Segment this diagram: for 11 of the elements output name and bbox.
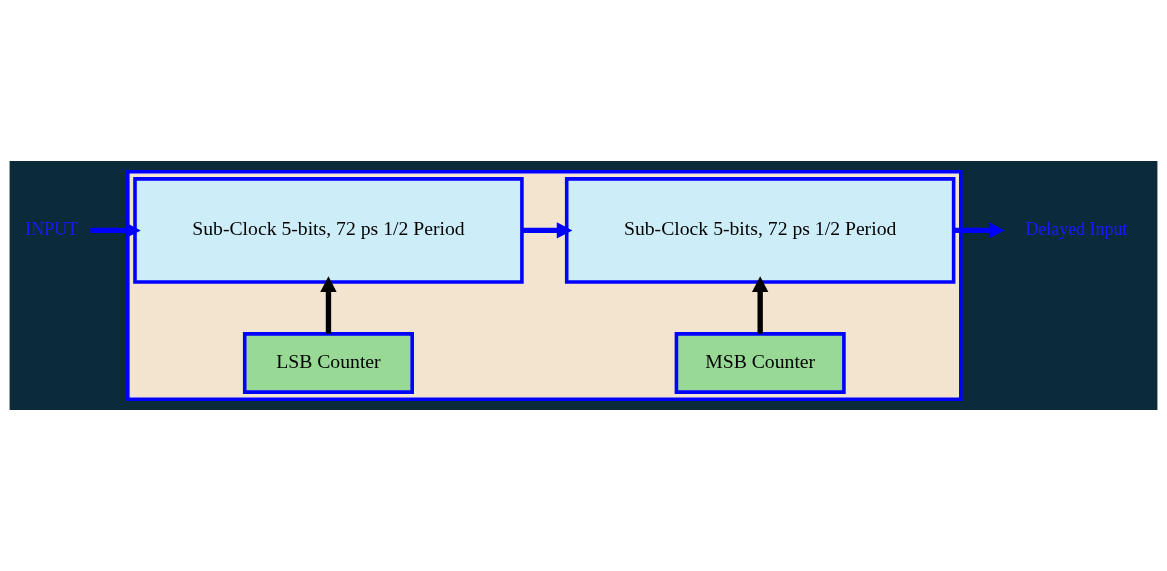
node-text: INPUT (25, 218, 79, 239)
node-box: LSB Counter (242, 332, 414, 394)
arrow (320, 276, 337, 334)
node-box: MSB Counter (674, 332, 846, 394)
arrow (751, 276, 769, 334)
arrow (953, 222, 1005, 239)
arrow (521, 222, 573, 239)
node-text: Delayed Input (1025, 218, 1128, 239)
node-box: Sub-Clock 5-bits, 72 ps 1/2 Period (133, 177, 524, 284)
arrow (90, 222, 141, 239)
node-box: Sub-Clock 5-bits, 72 ps 1/2 Period (564, 177, 956, 284)
